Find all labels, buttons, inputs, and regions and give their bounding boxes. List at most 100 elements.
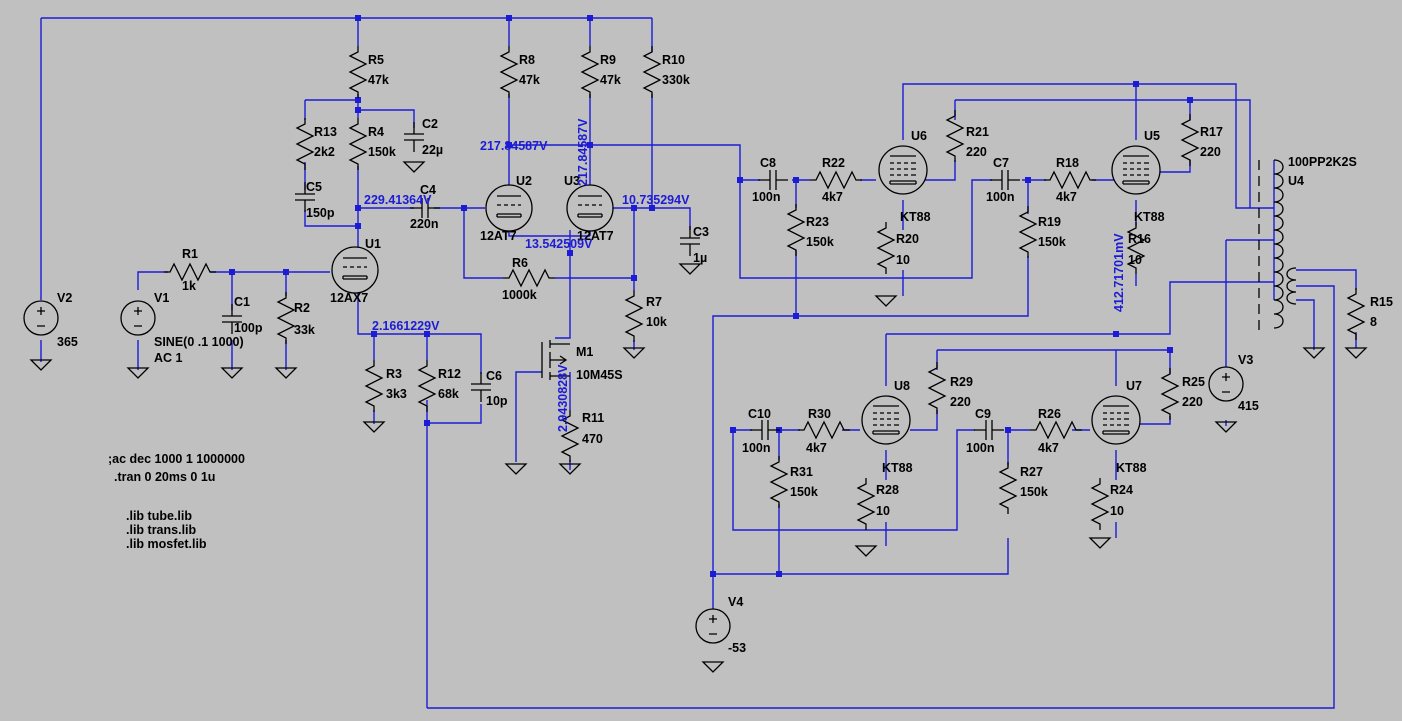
resistor-r3[interactable] xyxy=(365,359,383,413)
label-u1-ref: U1 xyxy=(365,237,381,251)
label-u4-ref: U4 xyxy=(1288,174,1304,188)
resistor-r1[interactable] xyxy=(163,263,217,281)
ground-symbol xyxy=(855,545,877,557)
resistor-r25[interactable] xyxy=(1161,367,1179,421)
resistor-r27[interactable] xyxy=(999,461,1017,515)
resistor-r7[interactable] xyxy=(625,289,643,343)
resistor-r23[interactable] xyxy=(787,203,805,257)
label-r20-value: 10 xyxy=(896,253,910,267)
tube-u1[interactable] xyxy=(331,246,379,294)
label-c2-ref: C2 xyxy=(422,117,438,131)
label-r23-ref: R23 xyxy=(806,215,829,229)
label-c3-ref: C3 xyxy=(693,225,709,239)
directive-lib-mosfet: .lib mosfet.lib xyxy=(126,537,207,551)
resistor-r20[interactable] xyxy=(877,221,895,275)
label-r7-ref: R7 xyxy=(646,295,662,309)
label-u1-value: 12AX7 xyxy=(330,291,368,305)
capacitor-c7[interactable] xyxy=(989,169,1021,191)
label-c2-value: 22µ xyxy=(422,143,443,157)
label-c4-value: 220n xyxy=(410,217,439,231)
label-u5-value: KT88 xyxy=(1134,210,1165,224)
node-voltage-u2-plate: 217.84587V xyxy=(480,139,548,153)
voltage-source-v1[interactable] xyxy=(120,300,156,336)
label-c5-value: 150p xyxy=(306,206,335,220)
label-c6-ref: C6 xyxy=(486,369,502,383)
voltage-source-v2[interactable] xyxy=(23,300,59,336)
wires xyxy=(40,17,1357,709)
label-c9-ref: C9 xyxy=(975,407,991,421)
label-r30-ref: R30 xyxy=(808,407,831,421)
node-voltage-m1-source: 2.9430828V xyxy=(556,364,570,432)
label-c8-value: 100n xyxy=(752,190,781,204)
resistor-r10[interactable] xyxy=(643,45,661,99)
label-c5-ref: C5 xyxy=(306,180,322,194)
resistor-r5[interactable] xyxy=(349,45,367,99)
label-u2-value: 12AT7 xyxy=(480,229,517,243)
label-c1-value: 100p xyxy=(234,321,263,335)
resistor-r18[interactable] xyxy=(1043,171,1097,189)
capacitor-c2[interactable] xyxy=(403,121,425,153)
label-r20-ref: R20 xyxy=(896,232,919,246)
label-r29-value: 220 xyxy=(950,395,971,409)
ground-symbol xyxy=(1089,537,1111,549)
node-voltage-tail: 13.542509V xyxy=(525,237,593,251)
label-v4-ref: V4 xyxy=(728,595,743,609)
label-v2-ref: V2 xyxy=(57,291,72,305)
resistor-r17[interactable] xyxy=(1181,113,1199,167)
label-r25-ref: R25 xyxy=(1182,375,1205,389)
label-r4-ref: R4 xyxy=(368,125,384,139)
label-r23-value: 150k xyxy=(806,235,834,249)
label-r9-ref: R9 xyxy=(600,53,616,67)
voltage-source-v3[interactable] xyxy=(1208,366,1244,402)
label-r4-value: 150k xyxy=(368,145,396,159)
transformer-u4[interactable] xyxy=(1258,159,1297,330)
label-v3-value: 415 xyxy=(1238,399,1259,413)
node-voltage-u5-cathode: 412.71701mV xyxy=(1112,233,1126,312)
node-voltage-u3-plate: 217.84587V xyxy=(576,118,590,186)
label-r17-value: 220 xyxy=(1200,145,1221,159)
tube-u7[interactable] xyxy=(1091,395,1141,445)
resistor-r24[interactable] xyxy=(1091,477,1109,531)
label-u4-value: 100PP2K2S xyxy=(1288,155,1357,169)
tube-u2[interactable] xyxy=(485,184,533,232)
label-r21-ref: R21 xyxy=(966,125,989,139)
ground-symbol xyxy=(403,161,425,173)
label-r26-ref: R26 xyxy=(1038,407,1061,421)
label-c3-value: 1µ xyxy=(693,251,707,265)
ground-symbol xyxy=(679,263,701,275)
tube-u3[interactable] xyxy=(566,184,614,232)
mosfet-m1[interactable] xyxy=(541,340,570,380)
resistor-r8[interactable] xyxy=(500,45,518,99)
label-r3-value: 3k3 xyxy=(386,387,407,401)
voltage-source-v4[interactable] xyxy=(695,608,731,644)
label-r10-ref: R10 xyxy=(662,53,685,67)
capacitor-c8[interactable] xyxy=(757,169,789,191)
label-m1-ref: M1 xyxy=(576,345,593,359)
label-u6-value: KT88 xyxy=(900,210,931,224)
tube-u8[interactable] xyxy=(861,395,911,445)
label-r6-value: 1000k xyxy=(502,288,537,302)
label-r22-value: 4k7 xyxy=(822,190,843,204)
label-r3-ref: R3 xyxy=(386,367,402,381)
tube-u5[interactable] xyxy=(1111,145,1161,195)
directive-tran: .tran 0 20ms 0 1u xyxy=(114,470,215,484)
label-r31-value: 150k xyxy=(790,485,818,499)
capacitor-c10[interactable] xyxy=(749,419,781,441)
label-r13-value: 2k2 xyxy=(314,145,335,159)
resistor-r4[interactable] xyxy=(349,117,367,171)
label-c7-value: 100n xyxy=(986,190,1015,204)
tube-u6[interactable] xyxy=(878,145,928,195)
label-r8-value: 47k xyxy=(519,73,540,87)
resistor-r28[interactable] xyxy=(857,477,875,531)
resistor-r2[interactable] xyxy=(277,291,295,345)
resistor-r6[interactable] xyxy=(502,269,556,287)
resistor-r9[interactable] xyxy=(581,45,599,99)
label-u8-ref: U8 xyxy=(894,379,910,393)
capacitor-c9[interactable] xyxy=(973,419,1005,441)
resistor-r22[interactable] xyxy=(809,171,863,189)
label-v2-value: 365 xyxy=(57,335,78,349)
junctions xyxy=(229,15,1193,577)
label-r22-ref: R22 xyxy=(822,156,845,170)
resistor-r31[interactable] xyxy=(770,455,788,509)
